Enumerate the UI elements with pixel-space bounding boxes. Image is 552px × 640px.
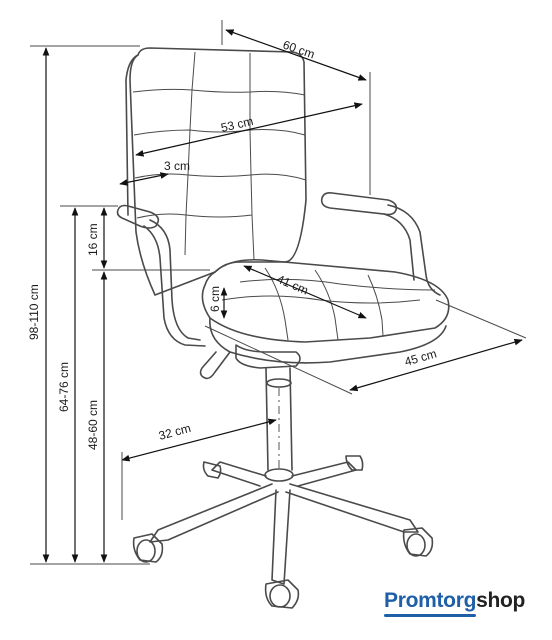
- caster-left: [132, 533, 164, 563]
- dim-base-radius-label: 32 cm: [157, 421, 192, 443]
- dim-total-height-label: 98-110 cm: [27, 284, 41, 340]
- caster-back-right: [345, 455, 364, 471]
- chair-backrest: [125, 47, 307, 296]
- dim-seat-depth-label: 41 cm: [275, 272, 311, 298]
- dim-back-thickness-label: 3 cm: [164, 159, 190, 173]
- brand-logo-part1: Promtorg: [384, 589, 477, 612]
- brand-logo-underline: [384, 614, 476, 617]
- armrests: [116, 192, 441, 347]
- caster-back-left: [202, 461, 222, 479]
- dim-armrest-height-label: 64-76 cm: [57, 362, 71, 412]
- dim-seat-height-label: 48-60 cm: [86, 400, 100, 450]
- dim-armrest-above-seat-label: 16 cm: [86, 223, 100, 256]
- caster-front: [264, 579, 300, 609]
- brand-logo: Promtorgshop: [384, 589, 525, 613]
- caster-right: [402, 527, 434, 557]
- dim-seat-thickness-label: 6 cm: [208, 286, 222, 312]
- chair-base: [132, 344, 434, 609]
- dimension-lines: [30, 20, 527, 565]
- dim-width-top-label: 60 cm: [281, 38, 316, 62]
- brand-logo-part2: shop: [476, 589, 526, 612]
